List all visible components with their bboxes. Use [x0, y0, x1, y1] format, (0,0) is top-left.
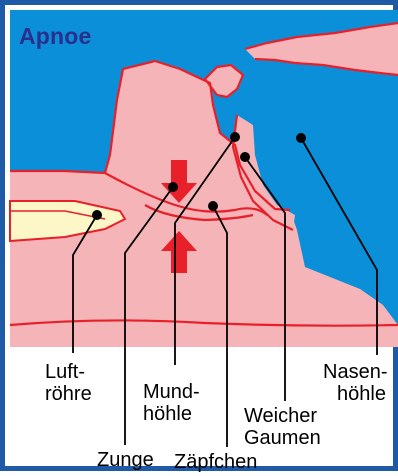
label-weicher-gaumen: Weicher Gaumen — [244, 405, 321, 449]
label-mundhoehle: Mund- höhle — [143, 381, 200, 425]
label-zunge: Zunge — [97, 449, 154, 471]
label-luftroehre: Luft- röhre — [45, 361, 92, 405]
airway-diagram — [5, 5, 398, 476]
label-nasenhoehle: Nasen- höhle — [323, 361, 387, 405]
diagram-title: Apnoe — [19, 23, 92, 50]
label-zaepfchen: Zäpfchen — [174, 451, 257, 473]
